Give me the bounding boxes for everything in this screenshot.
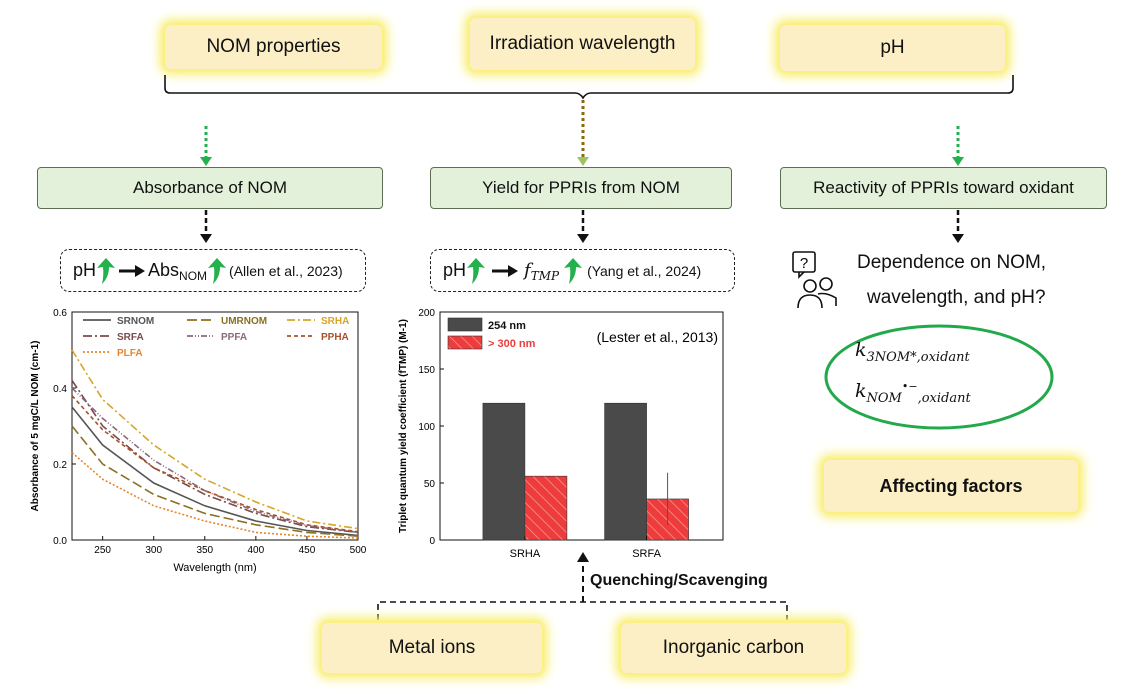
x-tick-label: 450 — [299, 545, 316, 556]
abs-text: Abs — [148, 260, 180, 280]
legend-label: SRFA — [117, 332, 144, 343]
y-tick-label: 0 — [429, 536, 435, 547]
plot-frame — [71, 311, 359, 541]
bar-srfa-0 — [604, 402, 647, 541]
k-sub-3: 3 — [866, 350, 875, 365]
y-tick-label: 0.6 — [53, 308, 67, 319]
rate-constant-ellipse — [824, 324, 1054, 430]
y-tick-label: 150 — [418, 365, 435, 376]
right-arrow-icon — [119, 264, 146, 277]
branch-label: Absorbance of NOM — [132, 178, 287, 197]
affecting-factors-box: Affecting factors — [824, 460, 1078, 512]
chart-title: (Lester et al., 2013) — [597, 329, 718, 345]
k-radical-label: kNOM•−,oxidant — [855, 380, 971, 406]
factor-label: Inorganic carbon — [662, 637, 805, 658]
k-sup: •− — [901, 380, 918, 393]
x-tick-label: 300 — [145, 545, 162, 556]
y-tick-label: 200 — [418, 308, 435, 319]
abs-subscript: NOM — [179, 268, 208, 283]
ph-text: pH — [443, 260, 467, 280]
series-line-umrnom — [71, 425, 359, 537]
series-line-srha — [71, 349, 359, 530]
legend-swatch — [447, 335, 483, 350]
quenching-label: Quenching/Scavenging — [590, 572, 768, 589]
factor-nom-properties: NOM properties — [165, 25, 382, 69]
factor-inorganic-carbon: Inorganic carbon — [621, 623, 846, 673]
k-symbol: k — [855, 339, 867, 361]
legend-label: SRNOM — [117, 316, 154, 327]
x-tick-label: 250 — [94, 545, 111, 556]
branch-absorbance: Absorbance of NOM — [37, 167, 383, 209]
series-line-srnom — [71, 406, 359, 537]
k-sub: ,oxidant — [917, 391, 971, 406]
bar-srha-1 — [524, 475, 568, 541]
factor-label: Irradiation wavelength — [489, 33, 676, 54]
legend-label: > 300 nm — [488, 338, 536, 350]
up-arrow-icon — [208, 257, 227, 284]
up-arrow-icon — [564, 257, 583, 284]
factor-label: Metal ions — [388, 637, 476, 658]
question-line1: Dependence on NOM, — [857, 252, 1047, 273]
legend-label: PLFA — [117, 348, 143, 359]
factor-label: NOM properties — [206, 36, 341, 57]
citation: (Allen et al., 2023) — [229, 262, 343, 279]
legend-label: 254 nm — [488, 320, 526, 332]
branch-label: Reactivity of PPRIs toward oxidant — [813, 178, 1074, 197]
legend-label: UMRNOM — [221, 316, 267, 327]
affecting-label: Affecting factors — [879, 475, 1023, 496]
k-sub-nom: NOM — [866, 391, 902, 406]
x-tick-label: SRHA — [510, 548, 541, 560]
f-symbol: f — [524, 260, 531, 281]
people-question-icon: ? — [792, 251, 837, 309]
x-tick-label: 500 — [350, 545, 367, 556]
factor-irradiation-wavelength: Irradiation wavelength — [470, 18, 695, 70]
bar-srha-0 — [482, 402, 526, 541]
absorbance-chart: 0.0 0.2 0.4 0.6 250 300 350 400 450 500Wavelength… — [30, 308, 367, 574]
branch-label: Yield for PPRIs from NOM — [482, 178, 680, 197]
series-line-ppfa — [71, 387, 359, 534]
branch-yield: Yield for PPRIs from NOM — [430, 167, 732, 209]
x-tick-label: 400 — [248, 545, 265, 556]
factor-label: pH — [880, 37, 905, 58]
legend-label: PPHA — [321, 332, 349, 343]
y-tick-label: 100 — [418, 422, 435, 433]
ph-text: pH — [73, 260, 97, 280]
y-axis-label: Absorbance of 5 mgC/L NOM (cm-1) — [30, 341, 41, 512]
question-line2: wavelength, and pH? — [867, 287, 1046, 308]
branch-reactivity: Reactivity of PPRIs toward oxidant — [780, 167, 1107, 209]
y-tick-label: 0.2 — [53, 460, 67, 471]
x-tick-label: SRFA — [632, 548, 661, 560]
series-line-plfa — [71, 451, 359, 539]
svg-text:?: ? — [800, 255, 808, 272]
legend-label: SRHA — [321, 316, 349, 327]
legend-label: PPFA — [221, 332, 247, 343]
up-arrow-icon — [467, 257, 486, 284]
k-sub: NOM*,oxidant — [874, 350, 970, 365]
f-subscript: TMP — [530, 268, 560, 283]
y-tick-label: 0.0 — [53, 536, 67, 547]
series-line-ppha — [71, 395, 359, 533]
y-tick-label: 50 — [424, 479, 436, 490]
factor-ph: pH — [780, 25, 1005, 71]
x-axis-label: Wavelength (nm) — [173, 562, 256, 574]
k-symbol: k — [855, 380, 867, 402]
y-tick-label: 0.4 — [53, 384, 67, 395]
x-tick-label: 350 — [196, 545, 213, 556]
legend-swatch — [447, 317, 483, 332]
right-arrow-icon — [492, 264, 519, 277]
y-axis-label: Triplet quantum yield coefficient (fTMP)… — [398, 319, 409, 533]
citation: (Yang et al., 2024) — [587, 262, 702, 279]
up-arrow-icon — [97, 257, 116, 284]
factor-metal-ions: Metal ions — [322, 623, 542, 673]
series-line-srfa — [71, 379, 359, 534]
k-triplet-label: k3NOM*,oxidant — [855, 339, 970, 365]
